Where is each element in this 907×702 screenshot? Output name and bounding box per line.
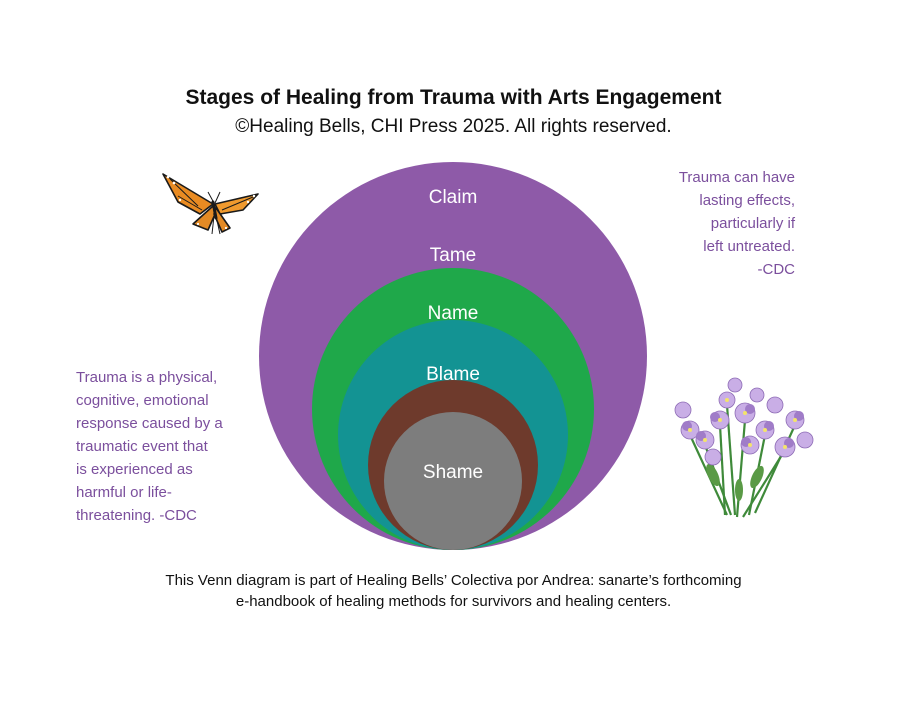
- quote-right-line: particularly if: [710, 215, 795, 232]
- quote-left-line: response caused by a: [76, 415, 223, 432]
- quote-right-line: Trauma can have: [678, 169, 795, 186]
- copyright-subtitle: ©Healing Bells, CHI Press 2025. All righ…: [235, 116, 672, 137]
- stages-venn-diagram: Claim Tame Name Blame Shame: [259, 162, 647, 550]
- diagram-title: Stages of Healing from Trauma with Arts …: [185, 86, 722, 109]
- stage-label-claim: Claim: [429, 187, 478, 208]
- butterfly-icon: [162, 173, 259, 235]
- quote-left-line: traumatic event that: [76, 438, 208, 455]
- stage-label-name: Name: [428, 303, 479, 324]
- quote-right-line: -CDC: [757, 261, 796, 278]
- quote-right: Trauma can have lasting effects, particu…: [600, 166, 795, 281]
- stage-label-shame: Shame: [423, 462, 483, 483]
- quote-left-line: Trauma is a physical,: [76, 369, 218, 386]
- footer-note: This Venn diagram is part of Healing Bel…: [0, 570, 907, 612]
- footer-line-1: This Venn diagram is part of Healing Bel…: [165, 572, 742, 589]
- quote-left: Trauma is a physical, cognitive, emotion…: [76, 366, 256, 527]
- footer-line-2: e-handbook of healing methods for surviv…: [235, 593, 672, 610]
- quote-left-line: harmful or life-: [76, 484, 172, 501]
- stage-label-tame: Tame: [430, 245, 476, 266]
- stage-circle-shame: [384, 412, 522, 550]
- quote-left-line: threatening. -CDC: [76, 507, 197, 524]
- quote-left-line: cognitive, emotional: [76, 392, 209, 409]
- quote-right-line: left untreated.: [703, 238, 795, 255]
- violet-flowers-icon: [674, 377, 814, 518]
- stage-label-blame: Blame: [426, 364, 480, 385]
- quote-left-line: is experienced as: [76, 461, 193, 478]
- quote-right-line: lasting effects,: [699, 192, 795, 209]
